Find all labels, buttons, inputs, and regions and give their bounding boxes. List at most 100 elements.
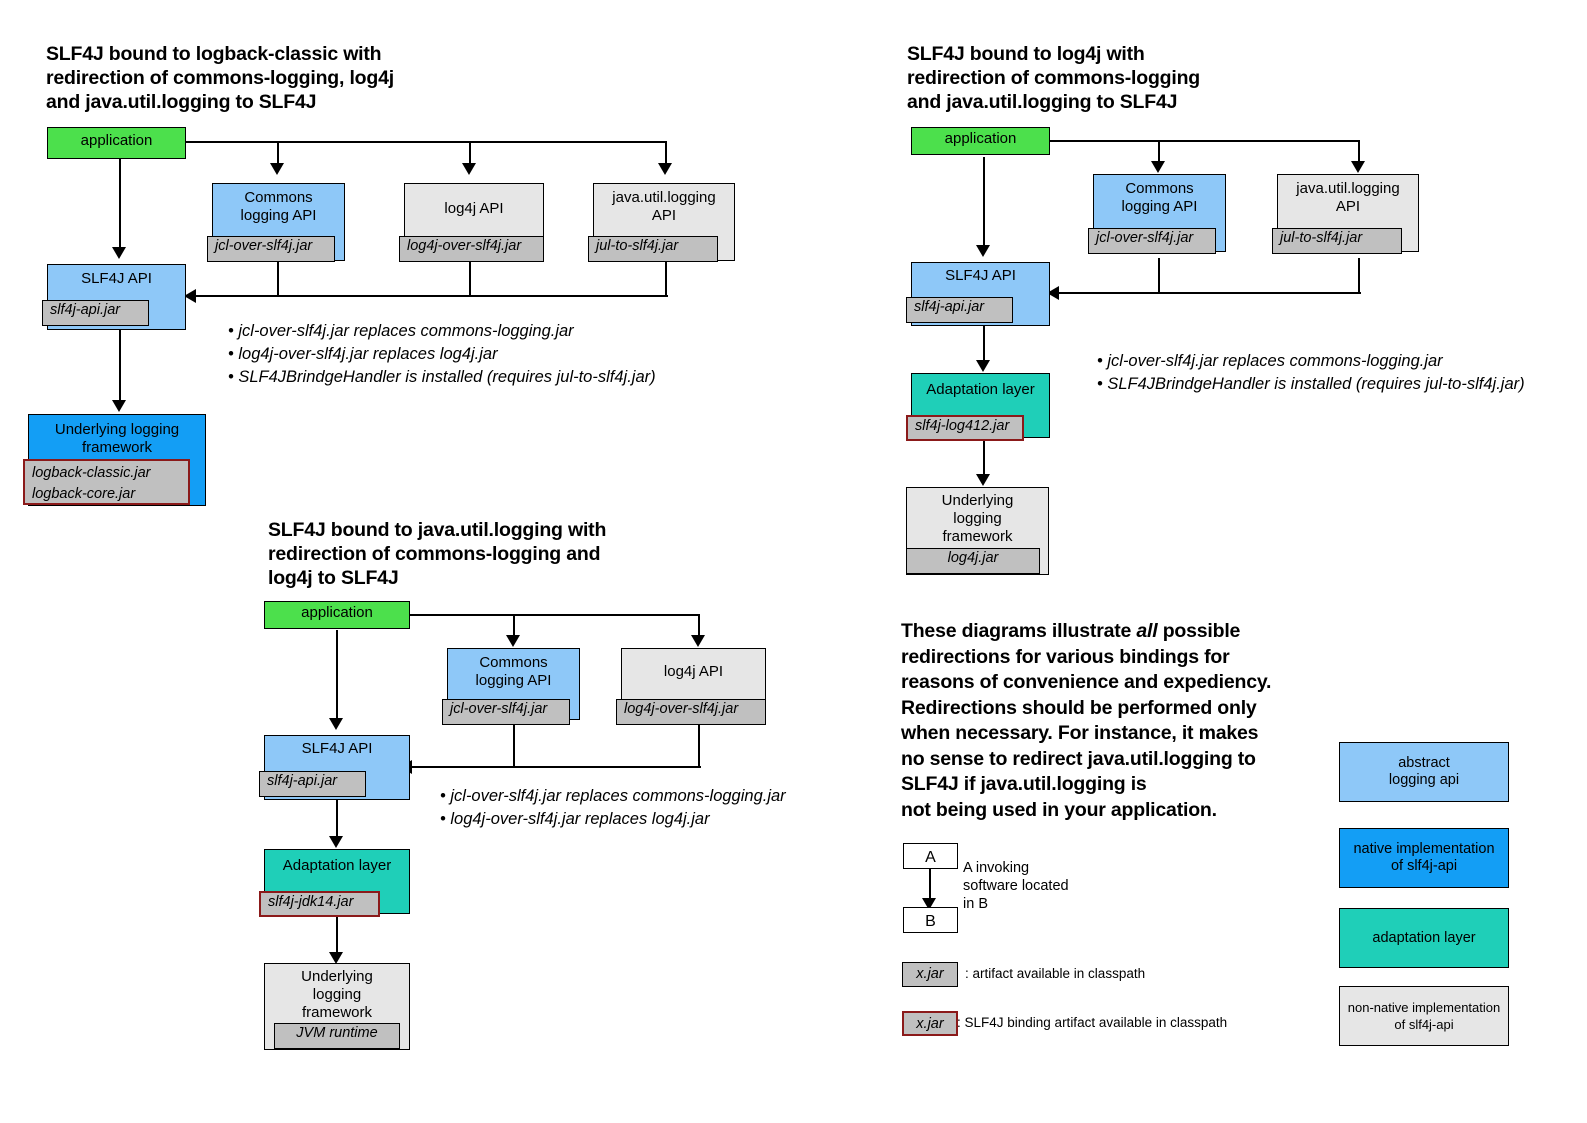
d1-commons-jar-chip: jcl-over-slf4j.jar: [207, 236, 335, 262]
legend-swatch-non-native-impl: non-native implementation of slf4j-api: [1339, 986, 1509, 1046]
d2-arrow-adapt: [976, 360, 990, 372]
d3-arrow-app-slf4j: [329, 718, 343, 730]
legend-swatch-native-impl-label: native implementation of slf4j-api: [1353, 841, 1495, 874]
d2-underlying-jar-chip: log4j.jar: [906, 548, 1040, 574]
d1-slf4j-jar-chip: slf4j-api.jar: [42, 300, 149, 326]
d1-conn-app-right: [186, 141, 666, 143]
d1-conn-down-jul: [665, 141, 667, 169]
legend-box-a-label: A: [925, 849, 936, 866]
d1-arrow-to-slf4j: [184, 289, 196, 303]
d1-conn-app-slf4j: [119, 159, 121, 249]
d1-arrow-commons: [270, 163, 284, 175]
note-emphasis: all: [1136, 620, 1158, 642]
d2-slf4j-jar-chip: slf4j-api.jar: [906, 297, 1013, 323]
d3-log4j-jar-chip: log4j-over-slf4j.jar: [616, 699, 766, 725]
d2-application-node[interactable]: application: [911, 127, 1050, 155]
d3-conn-return-bus: [339, 766, 701, 768]
legend-jar-plain-chip: x.jar: [902, 962, 958, 987]
d2-conn-app-right: [1050, 140, 1360, 142]
d2-conn-app-slf4j: [983, 157, 985, 247]
d2-bullets: • jcl-over-slf4j.jar replaces commons-lo…: [1097, 352, 1525, 393]
d2-slf4j-api-label: SLF4J API: [945, 267, 1016, 284]
diagram3-heading: SLF4J bound to java.util.logging with re…: [268, 519, 607, 589]
d3-bullets: • jcl-over-slf4j.jar replaces commons-lo…: [440, 787, 786, 828]
d3-underlying-label: Underlying logging framework: [301, 968, 373, 1021]
d1-underlying-label: Underlying logging framework: [54, 421, 180, 456]
d3-commons-api-label: Commons logging API: [475, 654, 552, 689]
d1-jul-jar-chip: jul-to-slf4j.jar: [588, 236, 718, 262]
d2-jul-api-label: java.util.logging API: [1296, 180, 1400, 215]
d3-slf4j-api-label: SLF4J API: [301, 740, 373, 757]
d3-conn-down-log4j: [698, 614, 700, 641]
d2-arrow-underlying: [976, 474, 990, 486]
d1-commons-api-label: Commons logging API: [240, 189, 317, 224]
diagram2-heading: SLF4J bound to log4j with redirection of…: [907, 43, 1201, 113]
d2-conn-down-jul: [1358, 140, 1360, 167]
d2-conn-down-commons: [1158, 140, 1160, 167]
d1-bullets: • jcl-over-slf4j.jar replaces commons-lo…: [228, 322, 656, 386]
d3-adaptation-label: Adaptation layer: [282, 857, 392, 874]
d2-conn-return-bus: [986, 292, 1361, 294]
legend-swatch-abstract-api-label: abstract logging api: [1388, 755, 1460, 788]
d2-adaptation-label: Adaptation layer: [926, 381, 1035, 398]
note-line2: possible redirections for various bindin…: [901, 620, 1272, 821]
d2-application-label: application: [944, 130, 1017, 147]
d3-arrow-adapt: [329, 836, 343, 848]
legend-swatch-non-native-impl-label: non-native implementation of slf4j-api: [1347, 1000, 1501, 1032]
d1-arrow-underlying: [112, 400, 126, 412]
d2-conn-slf4j-adapt: [983, 326, 985, 364]
d2-arrow-commons: [1151, 161, 1165, 173]
d1-jul-api-label: java.util.logging API: [612, 189, 716, 224]
d2-commons-api-label: Commons logging API: [1121, 180, 1198, 215]
d1-arrow-jul: [658, 163, 672, 175]
legend-conn-a-b: [929, 869, 931, 901]
d2-arrow-jul: [1351, 161, 1365, 173]
d3-commons-jar-chip: jcl-over-slf4j.jar: [442, 699, 570, 725]
d2-adaptation-jar-chip: slf4j-log412.jar: [906, 415, 1024, 441]
d3-application-label: application: [301, 604, 373, 621]
d3-conn-slf4j-adapt: [336, 800, 338, 840]
legend-jar-plain-caption: : artifact available in classpath: [965, 966, 1146, 981]
d2-arrow-to-slf4j: [1047, 286, 1059, 300]
d3-slf4j-jar-chip: slf4j-api.jar: [259, 771, 366, 797]
explanatory-note: These diagrams illustrate all possible r…: [901, 619, 1331, 823]
d3-application-node[interactable]: application: [264, 601, 410, 629]
d2-commons-jar-chip: jcl-over-slf4j.jar: [1088, 228, 1216, 254]
legend-swatch-adaptation: adaptation layer: [1339, 908, 1509, 968]
legend-box-b: B: [903, 907, 958, 933]
d3-conn-app-right: [410, 614, 700, 616]
d1-conn-slf4j-underlying: [119, 330, 121, 404]
d1-application-label: application: [80, 132, 153, 149]
legend-arrow-caption: A invoking software located in B: [963, 860, 1069, 912]
d1-conn-log4j-down: [469, 261, 471, 296]
d1-conn-return-bus: [123, 295, 668, 297]
d3-conn-app-slf4j: [336, 630, 338, 720]
d2-underlying-label: Underlying logging framework: [941, 492, 1014, 545]
d3-adaptation-jar-chip: slf4j-jdk14.jar: [259, 891, 380, 917]
note-line1: These diagrams illustrate: [901, 620, 1137, 642]
legend-box-a: A: [903, 843, 958, 869]
legend-swatch-adaptation-label: adaptation layer: [1372, 929, 1476, 946]
d3-conn-adapt-underlying: [336, 914, 338, 956]
d3-conn-commons-down: [513, 718, 515, 767]
legend-swatch-native-impl: native implementation of slf4j-api: [1339, 828, 1509, 888]
d2-jul-jar-chip: jul-to-slf4j.jar: [1272, 228, 1402, 254]
d2-conn-commons-down: [1158, 258, 1160, 293]
d3-arrow-log4j: [691, 635, 705, 647]
legend-swatch-abstract-api: abstract logging api: [1339, 742, 1509, 802]
d1-arrow-log4j: [462, 163, 476, 175]
d1-slf4j-api-label: SLF4J API: [81, 270, 152, 287]
d1-log4j-api-label: log4j API: [444, 200, 504, 217]
legend-jar-binding-chip: x.jar: [902, 1011, 958, 1036]
d1-log4j-jar-chip: log4j-over-slf4j.jar: [399, 236, 544, 262]
legend-jar-binding-caption: : SLF4J binding artifact available in cl…: [957, 1015, 1228, 1030]
d3-conn-down-commons: [513, 614, 515, 641]
d3-log4j-api-label: log4j API: [663, 663, 724, 680]
d2-arrow-app-slf4j: [976, 245, 990, 257]
d1-arrow-app-slf4j: [112, 247, 126, 259]
d1-underlying-jar-chip: logback-classic.jar logback-core.jar: [23, 459, 190, 505]
diagram1-heading: SLF4J bound to logback-classic with redi…: [46, 43, 394, 113]
d1-application-node[interactable]: application: [47, 127, 186, 159]
d2-conn-adapt-underlying: [983, 438, 985, 478]
